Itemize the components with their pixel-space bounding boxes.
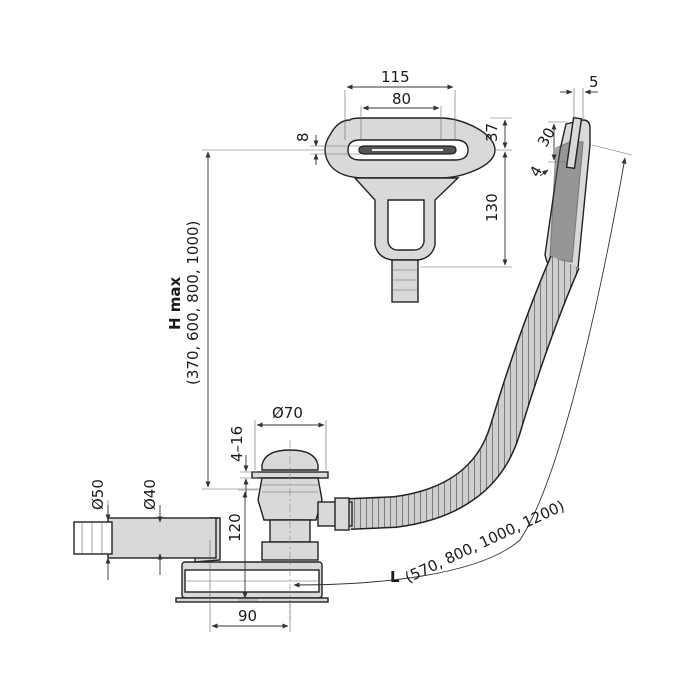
length-label: L	[390, 568, 400, 586]
length-dim-symbol: L	[390, 568, 400, 586]
dim-overflow-thickness: 8	[294, 132, 312, 142]
outlet-spigot	[73, 521, 113, 555]
corrugated-hose	[349, 255, 580, 530]
height-label: H max	[166, 276, 184, 330]
dim-overflow-side-offset: 4	[526, 163, 546, 180]
height-dimension: H max (370, 600, 800, 1000)	[166, 149, 325, 490]
dim-outlet-offset: 90	[238, 607, 257, 625]
drain-assembly	[73, 440, 353, 620]
height-dim-symbol: H max	[166, 276, 184, 330]
dim-overflow-top-depth: 37	[483, 123, 501, 142]
height-values: (370, 600, 800, 1000)	[184, 221, 202, 385]
overflow-side-view: 5 30 4	[526, 73, 599, 269]
outlet-pipe	[107, 517, 217, 559]
dim-overflow-width-inner: 80	[392, 90, 411, 108]
dim-overflow-height: 130	[483, 193, 501, 222]
dim-overflow-width-outer: 115	[381, 68, 410, 86]
dim-outlet-outer-diameter: Ø50	[89, 479, 107, 510]
dim-cap-thickness: 4–16	[228, 426, 246, 462]
dim-cap-diameter: Ø70	[272, 404, 303, 422]
dim-outlet-inner-diameter: Ø40	[141, 479, 159, 510]
overflow-top-view: 115 80 8 37 130	[294, 68, 512, 303]
dim-body-height: 120	[226, 513, 244, 542]
dim-overflow-side-thickness: 5	[589, 73, 599, 91]
dim-overflow-side-height: 30	[534, 124, 559, 150]
overflow-spigot	[391, 259, 419, 303]
drain-dimensions: Ø70 4–16 120 90 Ø50 Ø40	[89, 404, 327, 632]
